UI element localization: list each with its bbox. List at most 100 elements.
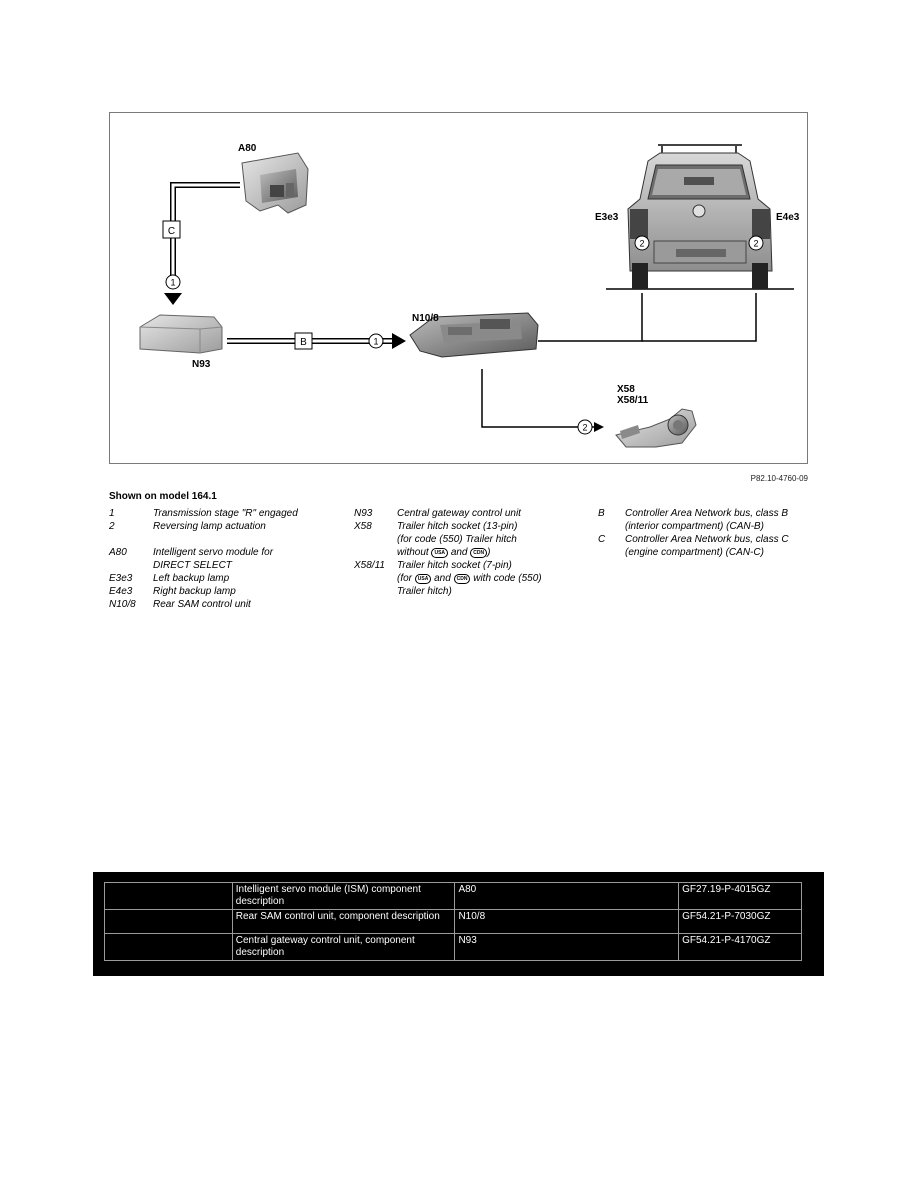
signal-2-marker-a [634,235,650,251]
e4e3-label: E4e3 [776,212,800,223]
legend-entry: E3e3 Left backup lamp [109,572,319,585]
legend-entry: 2 Reversing lamp actuation [109,520,319,533]
legend-text: Controller Area Network bus, class C (en… [625,534,789,558]
table-cell-description: Central gateway control unit, component … [231,933,456,961]
bus-c-box [162,220,181,239]
table-cell-code: N93 [454,933,680,961]
legend-code: 1 [109,508,115,519]
signal-2-marker-b [748,235,764,251]
arrow-to-x58 [594,422,604,432]
table-cell-description: Rear SAM control unit, component descrip… [231,909,456,934]
legend-code: A80 [109,547,127,558]
a80-label: A80 [238,143,257,154]
cdn-badge-icon: CDN [470,548,488,558]
legend-entry: B Controller Area Network bus, class B (… [598,507,813,533]
legend-text-line: and [450,547,468,558]
signal-2-marker-c [577,419,593,435]
bus-b-box [294,332,313,350]
legend-text-line: Trailer hitch socket (13-pin) [397,521,518,532]
n93-module-image [139,314,223,354]
legend-entry: X58/11 Trailer hitch socket (7-pin) (for… [354,559,584,598]
legend-code: N93 [354,508,373,519]
reference-table-panel: Intelligent servo module (ISM) component… [93,872,824,976]
table-cell-document-link[interactable]: GF54.21-P-7030GZ [678,909,802,934]
wiring-diagram: C 1 B 1 2 A80 [109,112,808,464]
legend-code: X58 [354,521,372,532]
table-cell-code: N10/8 [454,909,680,934]
arrow-to-n93 [164,293,182,305]
figure-id: P82.10-4760-09 [750,474,808,483]
table-cell-document-link[interactable]: GF54.21-P-4170GZ [678,933,802,961]
cdn-badge-icon: CDN [453,574,471,584]
table-cell-blank [104,882,233,910]
legend-entry: X58 Trailer hitch socket (13-pin) (for c… [354,520,584,559]
bus-c-label: C [168,226,175,237]
legend-text-line: Trailer hitch) [397,586,452,597]
legend-code: E4e3 [109,586,133,597]
trailer-line [481,369,594,428]
usa-badge-icon: USA [431,548,449,558]
legend-text: Trailer hitch socket (13-pin) (for code … [397,520,584,559]
legend-text: Rear SAM control unit [153,599,251,610]
table-cell-description: Intelligent servo module (ISM) component… [231,882,456,910]
legend-text-line: (for code (550) Trailer hitch [397,534,517,545]
legend-column-1: 1 Transmission stage "R" engaged 2 Rever… [109,507,319,611]
table-cell-blank [104,909,233,934]
diagram-canvas: C 1 B 1 2 A80 [139,143,800,448]
x58-label: X58 [617,384,635,395]
legend-text-line: (for [397,573,412,584]
lamp-line-left [538,293,643,342]
signal-1-marker-b [368,333,384,349]
legend-text-line: Trailer hitch socket (7-pin) [397,560,512,571]
legend-code: E3e3 [109,573,133,584]
legend-entry: N93 Central gateway control unit [354,507,584,520]
legend-code: X58/11 [354,560,385,571]
legend-text-line: with code (550) [473,573,542,584]
legend-entry: N10/8 Rear SAM control unit [109,598,319,611]
legend-column-2: N93 Central gateway control unit X58 Tra… [354,507,584,598]
legend-entry: 1 Transmission stage "R" engaged [109,507,319,520]
e3e3-label: E3e3 [595,212,619,223]
table-cell-document-link[interactable]: GF27.19-P-4015GZ [678,882,802,910]
legend-text: Reversing lamp actuation [153,521,266,532]
legend-entry: C Controller Area Network bus, class C (… [598,533,813,559]
x58-11-label: X58/11 [617,395,649,406]
n10-8-label: N10/8 [412,313,439,324]
table-row: Rear SAM control unit, component descrip… [104,909,802,934]
table-row: Intelligent servo module (ISM) component… [104,882,802,910]
signal-1-label-a: 1 [170,278,175,288]
legend-title: Shown on model 164.1 [109,491,217,502]
legend-text-line: ) [487,547,491,558]
legend-text: Transmission stage "R" engaged [153,508,298,519]
signal-2-label-c: 2 [582,423,587,433]
n10-8-module-image [409,312,539,358]
legend-code: 2 [109,521,115,532]
legend-text: Right backup lamp [153,586,236,597]
n93-label: N93 [192,359,211,370]
legend-text: Trailer hitch socket (7-pin) (for USA an… [397,559,584,598]
signal-2-label-a: 2 [639,239,644,249]
table-cell-code: A80 [454,882,680,910]
legend-code: C [598,534,606,545]
table-cell-blank [104,933,233,961]
legend-text-line: and [434,573,451,584]
legend-text: Left backup lamp [153,573,230,584]
usa-badge-icon: USA [414,574,432,584]
vehicle-rear-image [606,144,794,290]
legend-column-3: B Controller Area Network bus, class B (… [598,507,813,559]
legend-text: Intelligent servo module for DIRECT SELE… [153,547,274,571]
legend-entry: A80 Intelligent servo module for DIRECT … [109,546,319,572]
legend-code: B [598,508,605,519]
trailer-hitch-image [615,408,697,448]
legend-code: N10/8 [109,599,136,610]
signal-2-label-b: 2 [753,239,758,249]
bus-b-label: B [300,337,307,348]
legend-text: Central gateway control unit [397,508,521,519]
lamp-line-right [642,293,757,342]
legend-text: Controller Area Network bus, class B (in… [625,508,789,532]
arrow-to-n10-8 [392,333,406,349]
can-c-line [170,182,240,285]
reference-table: Intelligent servo module (ISM) component… [104,882,802,961]
signal-1-label-b: 1 [373,337,378,347]
a80-module-image [241,152,309,214]
